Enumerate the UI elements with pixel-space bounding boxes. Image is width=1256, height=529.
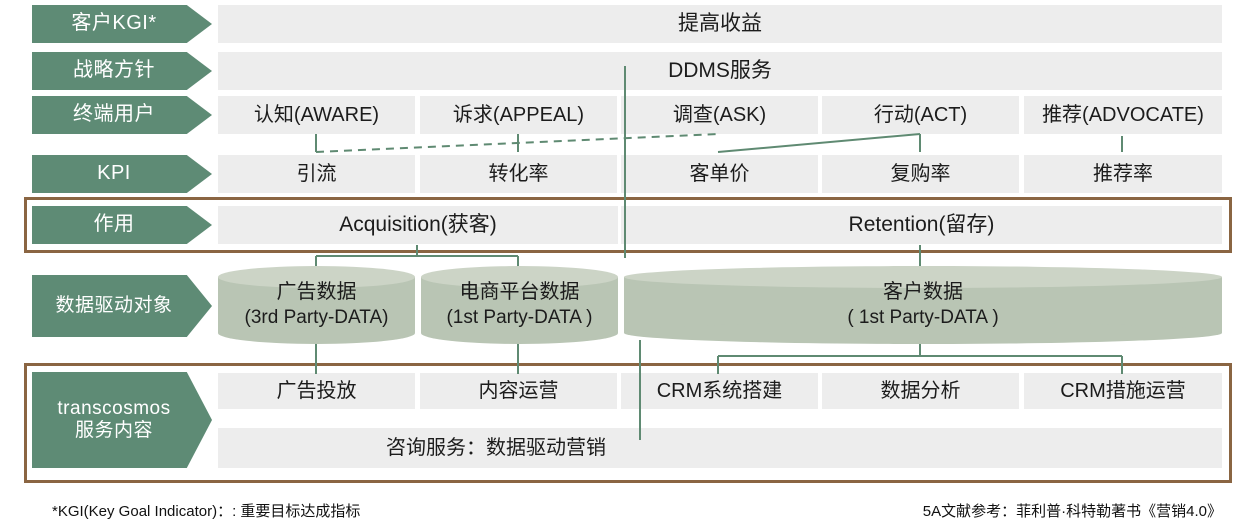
cell-consulting-service: 咨询服务：数据驱动营销	[218, 428, 1222, 468]
row-label-data-object-text: 数据驱动对象	[55, 294, 173, 316]
cylinder-customer-data-top	[624, 266, 1222, 288]
cylinder-ad-data-line1: 广告数据	[276, 281, 357, 304]
cylinder-ec-platform-data-top	[421, 266, 618, 288]
row-label-data-object: 数据驱动对象	[32, 275, 212, 337]
row-label-end-user: 终端用户	[32, 96, 212, 134]
cylinder-ad-data-top	[218, 266, 415, 288]
cylinder-ad-data-label: 广告数据 (3rd Party-DATA)	[218, 266, 415, 344]
cell-end-user-5-text: 推荐(ADVOCATE)	[1042, 104, 1204, 126]
footnote-reference: 5A文献参考：菲利普·科特勒著书《营销4.0》	[923, 500, 1222, 521]
cell-role-retention: Retention(留存)	[621, 206, 1222, 244]
cell-kpi-2-text: 转化率	[488, 163, 549, 185]
cell-strategy-value-text: DDMS服务	[668, 59, 772, 83]
cell-end-user-4: 行动(ACT)	[822, 96, 1019, 134]
cell-role-acquisition: Acquisition(获客)	[218, 206, 618, 244]
row-label-end-user-text: 终端用户	[73, 103, 155, 126]
cylinder-ec-platform-data-line1: 电商平台数据	[459, 281, 580, 304]
row-label-service-line2: 服务内容	[74, 420, 153, 441]
cylinder-ec-platform-data: 电商平台数据 (1st Party-DATA )	[421, 266, 618, 344]
cell-kpi-4-text: 复购率	[890, 163, 951, 185]
cell-kpi-3-text: 客单价	[689, 163, 750, 185]
cylinder-ec-platform-data-line2: (1st Party-DATA )	[446, 306, 593, 328]
cell-end-user-1-text: 认知(AWARE)	[253, 104, 380, 126]
cell-kgi-value: 提高收益	[218, 5, 1222, 43]
cell-service-4-text: 数据分析	[880, 380, 961, 402]
cell-service-5-text: CRM措施运营	[1060, 380, 1186, 402]
cell-kpi-3: 客单价	[621, 155, 818, 193]
row-label-strategy-text: 战略方针	[73, 59, 155, 82]
cell-end-user-4-text: 行动(ACT)	[873, 104, 968, 126]
cell-end-user-5: 推荐(ADVOCATE)	[1024, 96, 1222, 134]
footnote-kgi-text: *KGI(Key Goal Indicator)：: 重要目标达成指标	[52, 503, 361, 520]
cell-service-3: CRM系统搭建	[621, 373, 818, 409]
cell-service-4: 数据分析	[822, 373, 1019, 409]
cell-kpi-1-text: 引流	[296, 163, 337, 185]
connector-ask-to-unitprice	[717, 133, 921, 153]
row-label-kpi-text: KPI	[97, 162, 131, 185]
row-label-service: transcosmos 服务内容	[32, 372, 212, 468]
cell-end-user-3: 调查(ASK)	[621, 96, 818, 134]
cell-strategy-value: DDMS服务	[218, 52, 1222, 90]
cylinder-customer-data-line2: ( 1st Party-DATA )	[847, 306, 999, 328]
connector-dashed-aware-ask	[315, 133, 719, 153]
cell-kpi-4: 复购率	[822, 155, 1019, 193]
cylinder-customer-data-label: 客户数据 ( 1st Party-DATA )	[624, 266, 1222, 344]
cell-end-user-2: 诉求(APPEAL)	[420, 96, 617, 134]
row-label-strategy: 战略方针	[32, 52, 212, 90]
cylinder-ec-platform-data-label: 电商平台数据 (1st Party-DATA )	[421, 266, 618, 344]
cell-kpi-1: 引流	[218, 155, 415, 193]
row-label-kpi: KPI	[32, 155, 212, 193]
row-label-role: 作用	[32, 206, 212, 244]
cell-service-5: CRM措施运营	[1024, 373, 1222, 409]
cell-service-2: 内容运营	[420, 373, 617, 409]
cylinder-ad-data-bottom	[218, 322, 415, 344]
cell-service-1-text: 广告投放	[276, 380, 357, 402]
cylinder-ad-data: 广告数据 (3rd Party-DATA)	[218, 266, 415, 344]
cylinder-ec-platform-data-bottom	[421, 322, 618, 344]
cell-kpi-5-text: 推荐率	[1093, 163, 1153, 185]
cell-service-2-text: 内容运营	[478, 380, 559, 402]
cell-role-acquisition-text: Acquisition(获客)	[339, 213, 497, 237]
cylinder-ad-data-line2: (3rd Party-DATA)	[244, 306, 389, 328]
cell-kpi-5: 推荐率	[1024, 155, 1222, 193]
cylinder-customer-data-line1: 客户数据	[883, 281, 963, 304]
row-label-kgi: 客户KGI*	[32, 5, 212, 43]
cell-service-3-text: CRM系统搭建	[656, 380, 783, 402]
row-label-role-text: 作用	[93, 213, 135, 236]
footnote-reference-text: 5A文献参考：菲利普·科特勒著书《营销4.0》	[922, 503, 1222, 520]
footnote-kgi: *KGI(Key Goal Indicator)：: 重要目标达成指标	[52, 500, 360, 521]
row-label-service-line1: transcosmos	[57, 397, 171, 419]
cell-kgi-value-text: 提高收益	[678, 12, 762, 36]
cell-end-user-1: 认知(AWARE)	[218, 96, 415, 134]
cell-consulting-service-text: 咨询服务：数据驱动营销	[386, 437, 606, 459]
cell-kpi-2: 转化率	[420, 155, 617, 193]
cylinder-customer-data-bottom	[624, 322, 1222, 344]
cell-service-1: 广告投放	[218, 373, 415, 409]
cell-end-user-2-text: 诉求(APPEAL)	[452, 104, 585, 126]
cylinder-customer-data: 客户数据 ( 1st Party-DATA )	[624, 266, 1222, 344]
cell-role-retention-text: Retention(留存)	[848, 213, 995, 237]
row-label-kgi-text: 客户KGI*	[71, 12, 157, 35]
cell-end-user-3-text: 调查(ASK)	[672, 104, 767, 126]
